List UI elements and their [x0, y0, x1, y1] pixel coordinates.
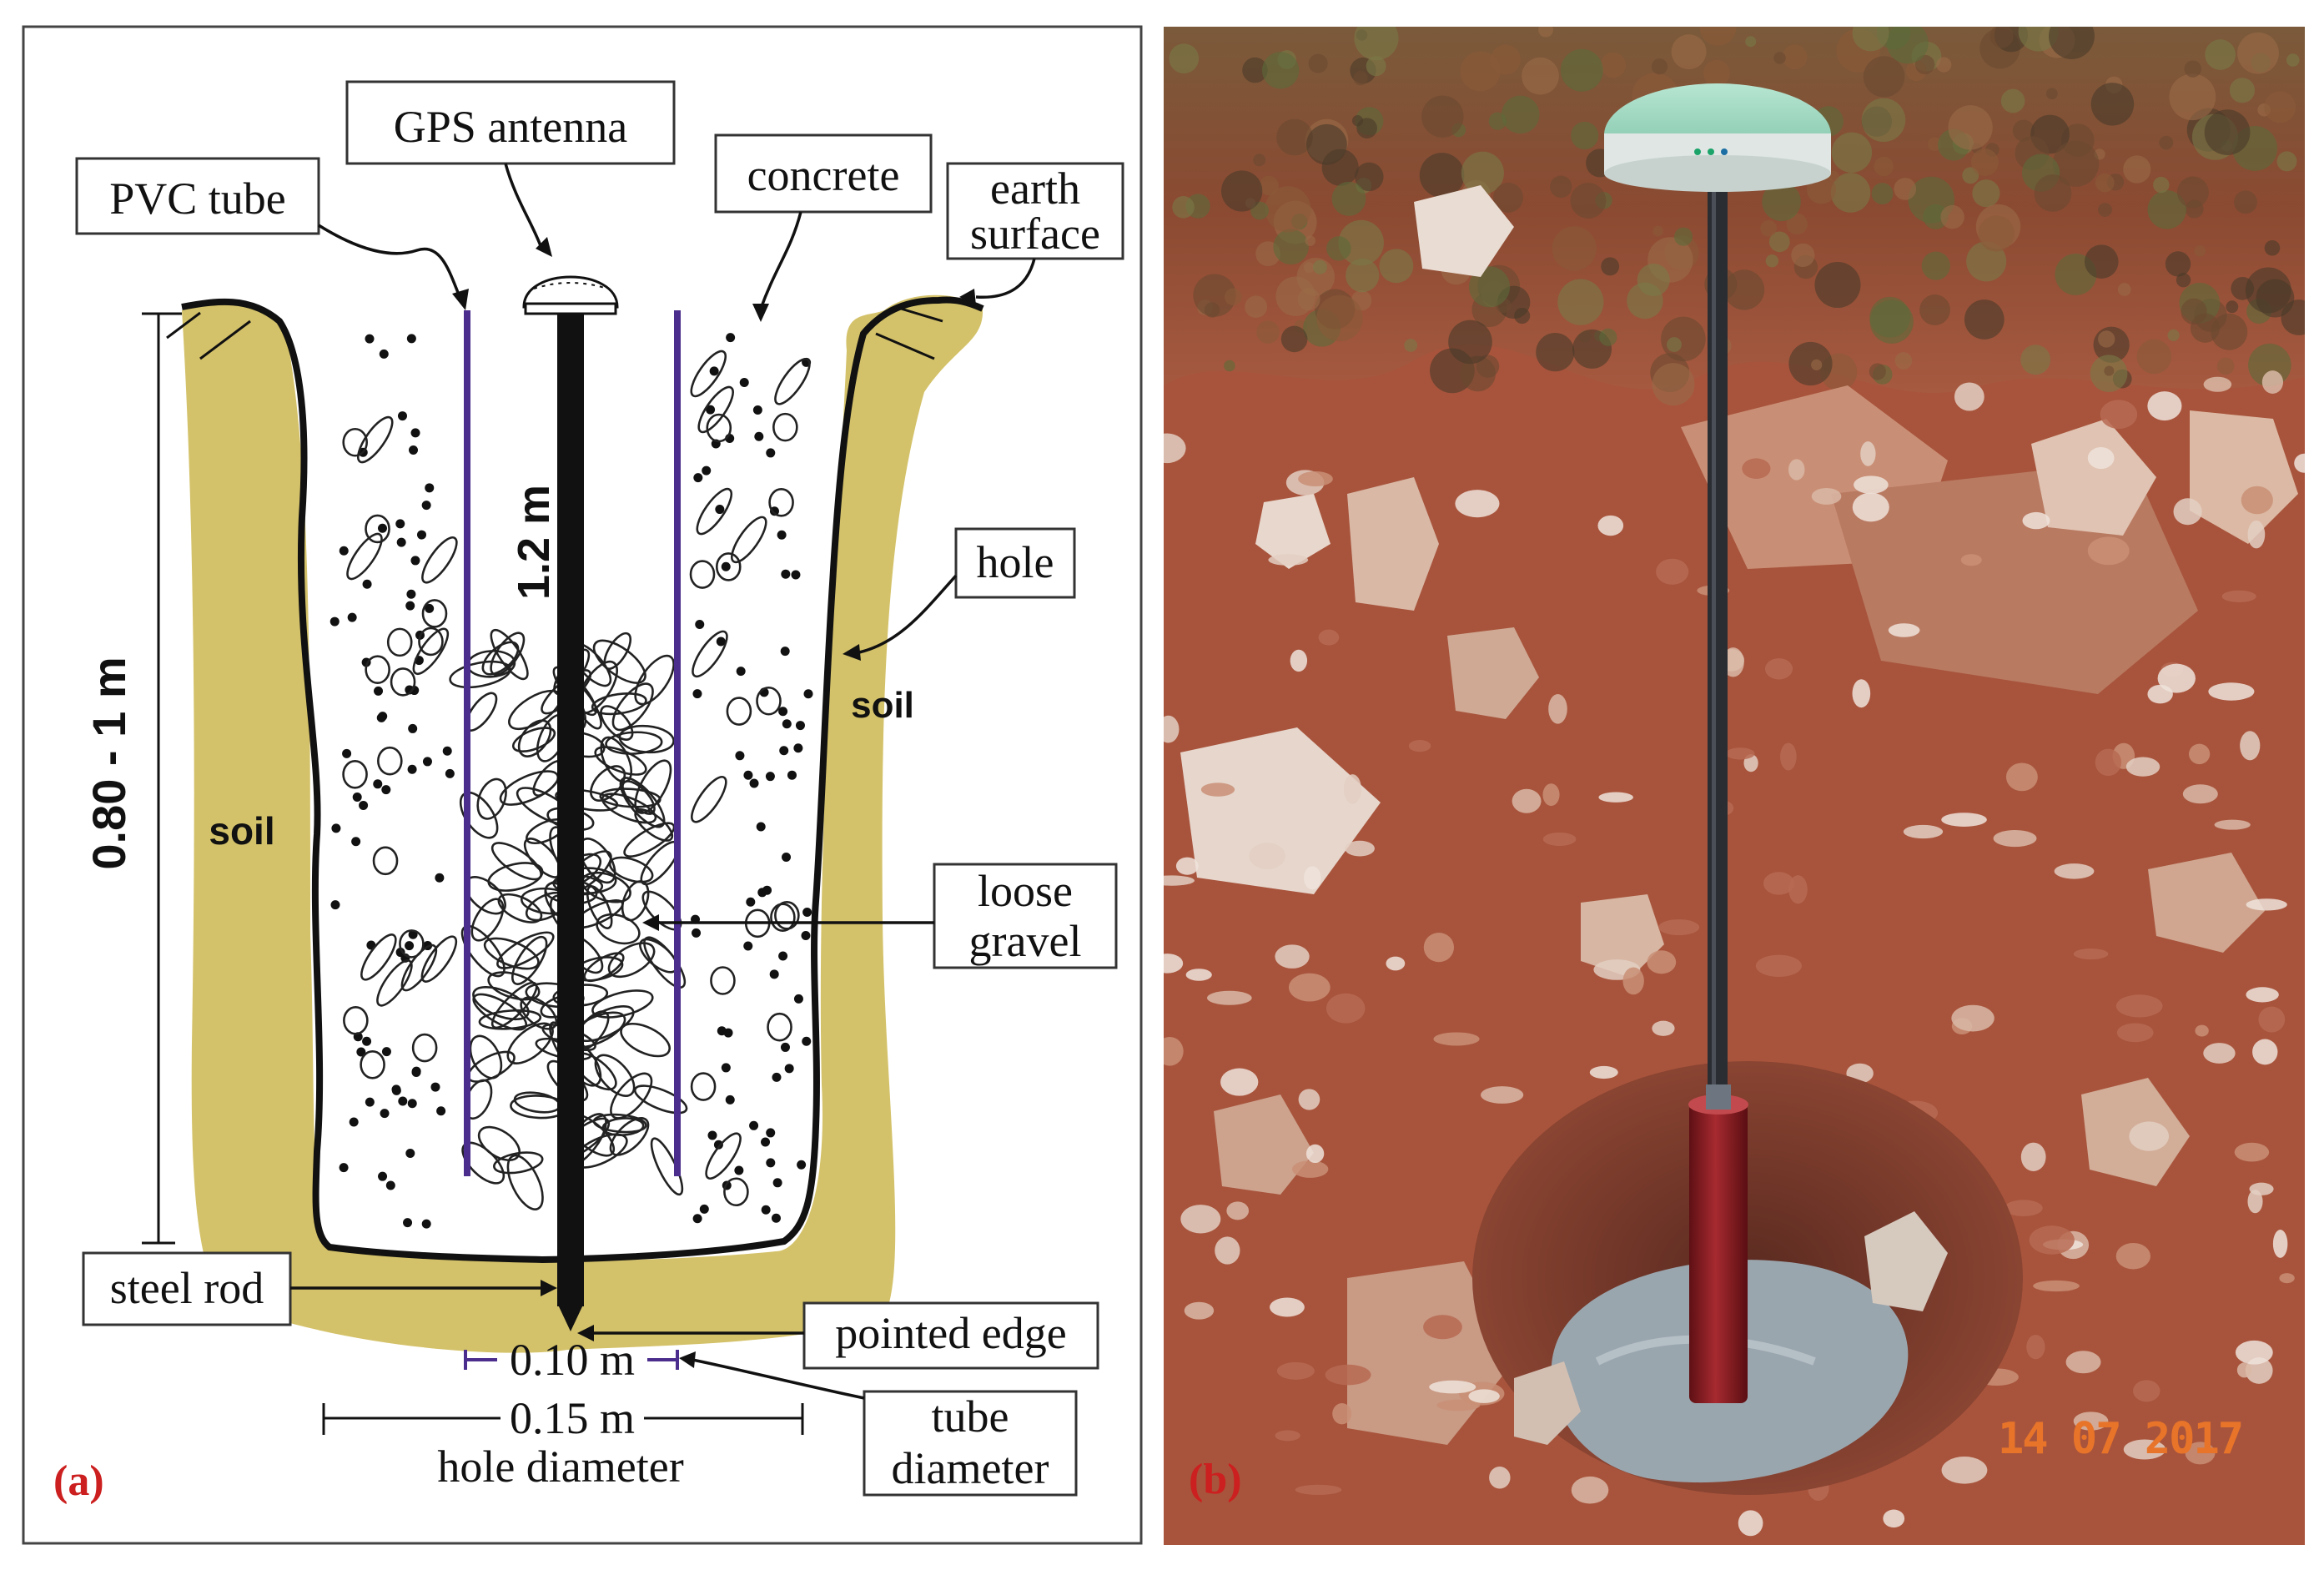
rod-pointed-edge — [557, 1303, 584, 1331]
tube-diameter-label-line1: tube — [932, 1391, 1009, 1442]
tube-width-dimension — [464, 1350, 679, 1370]
loose-gravel-label-line1: loose — [978, 866, 1073, 916]
hole-depth-label: 0.80 - 1 m — [83, 657, 135, 869]
soil-label-left: soil — [209, 809, 274, 853]
earth-hatching — [166, 307, 943, 360]
pointed-edge-label: pointed edge — [835, 1308, 1066, 1358]
hole-width-label: 0.15 m — [510, 1393, 635, 1443]
concrete-label: concrete — [747, 150, 900, 200]
pvc-tube-label: PVC tube — [109, 174, 286, 224]
hole-outline — [181, 296, 984, 1264]
photo-gps-antenna-icon — [1604, 83, 1831, 192]
earth-surface-label-line2: surface — [970, 209, 1100, 259]
photo-gps-pole — [1708, 177, 1728, 1111]
steel-rod — [557, 309, 584, 1306]
earth-surface-label-line1: earth — [990, 164, 1080, 214]
soil-layer — [182, 294, 983, 1353]
panel-b-tag: (b) — [1189, 1456, 1242, 1503]
gps-antenna-icon — [522, 275, 619, 315]
panel-b-photo: 14 07 2017 (b) — [1164, 27, 2305, 1545]
concrete-fill — [329, 333, 813, 1229]
loose-gravel-label-line2: gravel — [969, 916, 1082, 966]
photo-date-stamp: 14 07 2017 — [1998, 1414, 2242, 1464]
soil-label-right: soil — [851, 685, 914, 726]
hole-label: hole — [977, 537, 1054, 587]
rod-length-label: 1.2 m — [509, 485, 559, 600]
photo-red-pvc-tube — [1689, 1103, 1748, 1403]
hole-width-dimension — [322, 1403, 804, 1435]
gps-antenna-label: GPS antenna — [394, 102, 628, 152]
panel-a-diagram: 1.2 m 0.80 - 1 m soil soil GPS antenna P… — [22, 25, 1143, 1545]
hole-depth-dimension — [142, 312, 182, 1245]
photo-vegetation-texture — [1169, 27, 2305, 406]
tube-diameter-label-line2: diameter — [892, 1443, 1049, 1493]
steel-rod-label: steel rod — [110, 1263, 264, 1313]
tube-width-label: 0.10 m — [510, 1335, 635, 1385]
panel-a-tag: (a) — [53, 1457, 104, 1505]
hole-diameter-label: hole diameter — [437, 1442, 683, 1492]
loose-gravel-fill — [449, 628, 688, 1210]
